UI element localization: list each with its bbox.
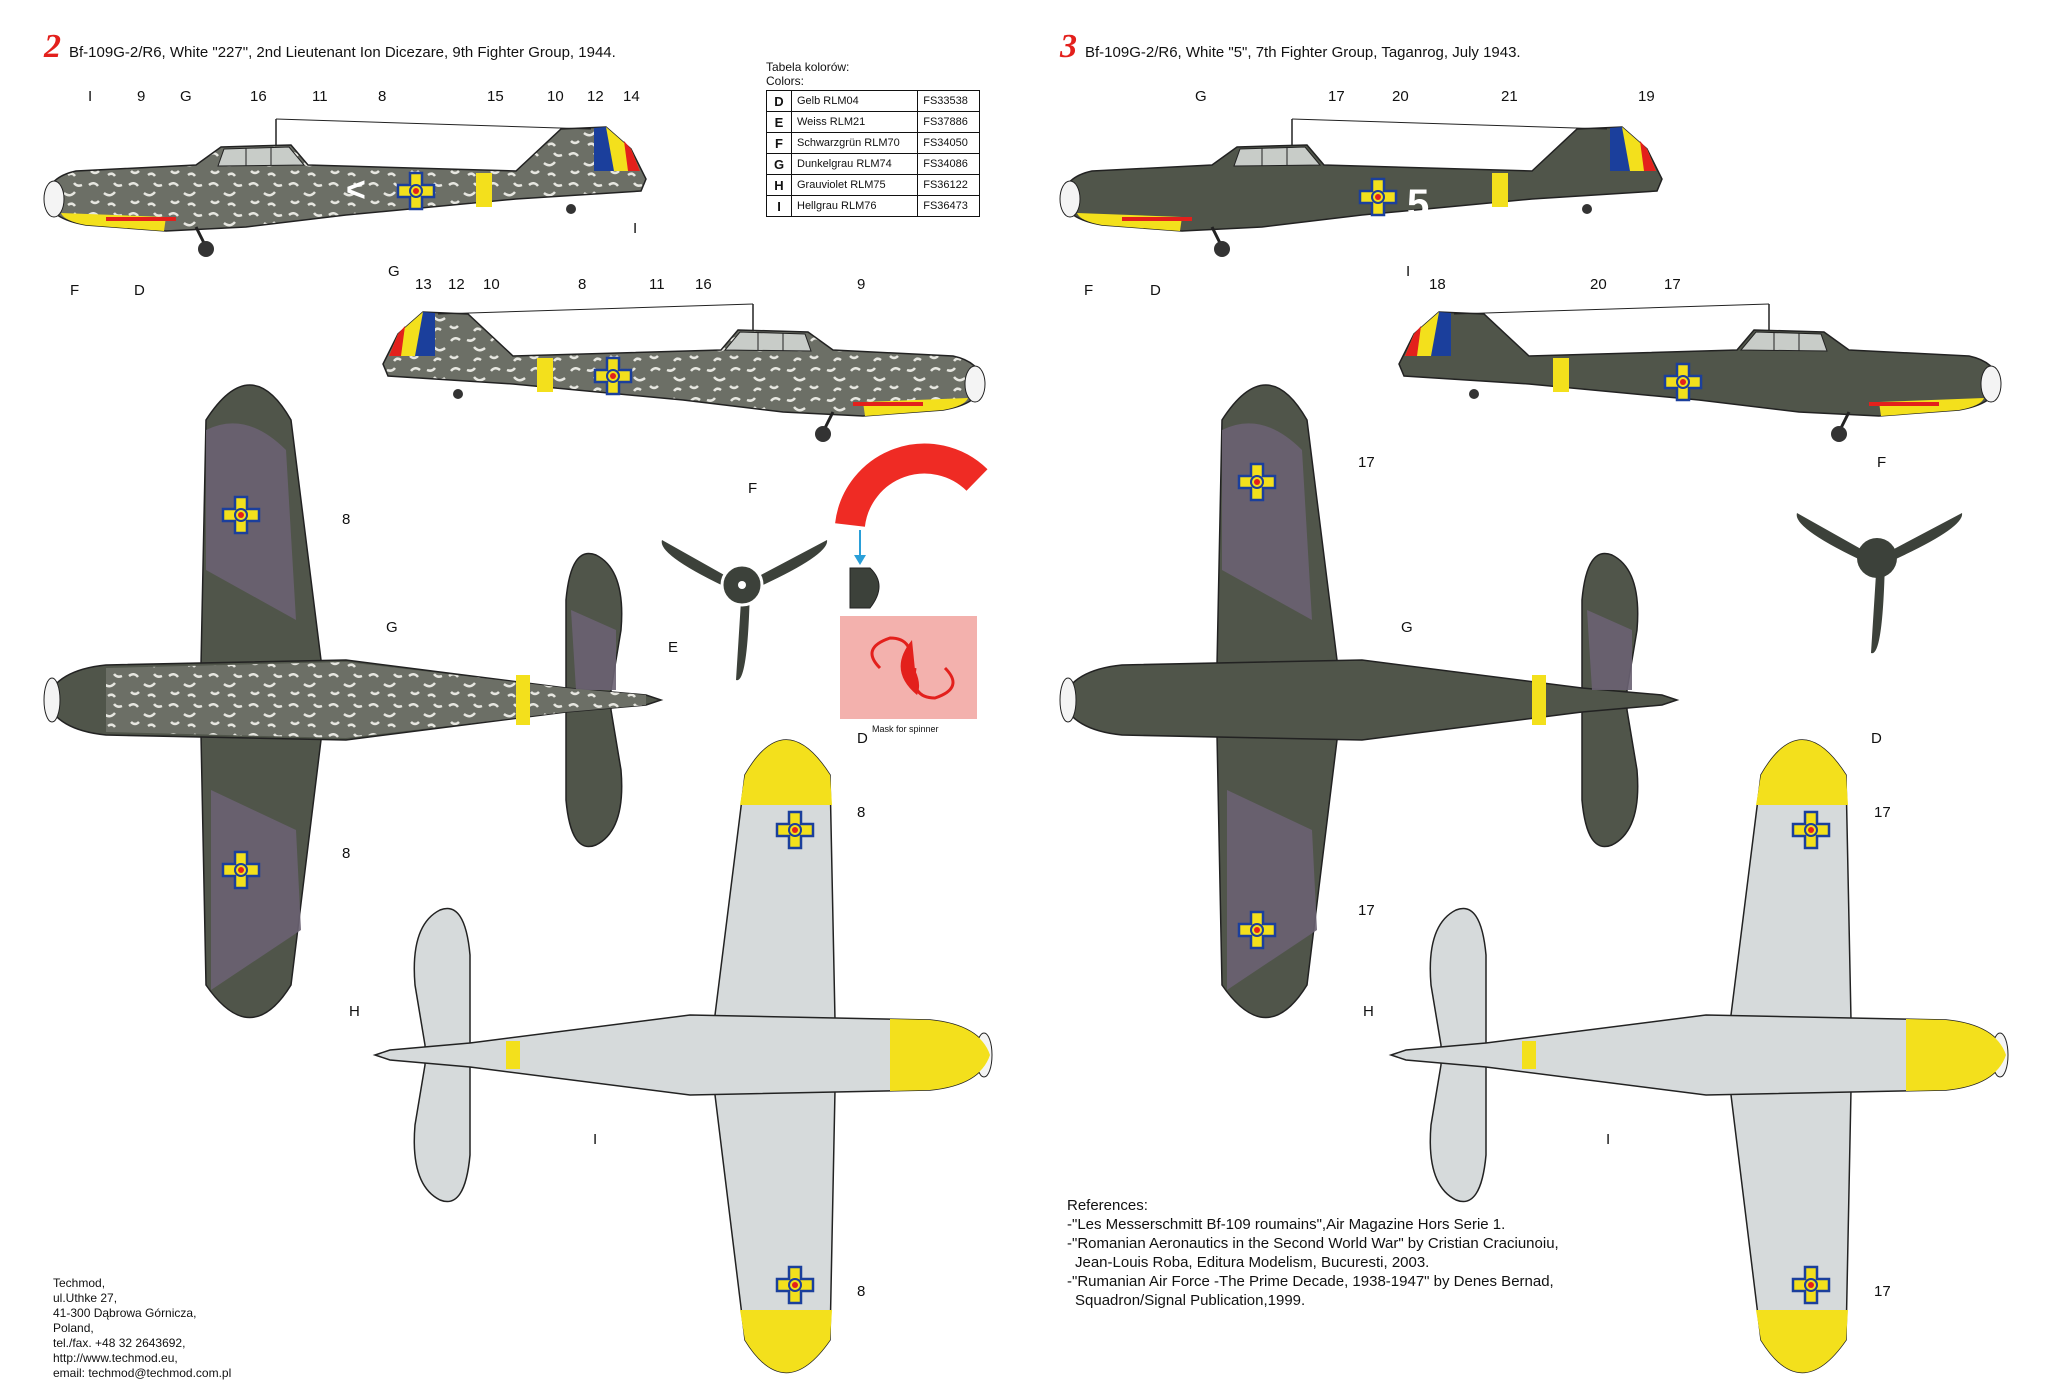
callout: 19 bbox=[1638, 88, 1655, 105]
profile3-propeller bbox=[1796, 513, 1963, 654]
callout: G bbox=[180, 88, 192, 105]
callout: 9 bbox=[857, 276, 865, 293]
callout: 18 bbox=[1429, 276, 1446, 293]
callout: 17 bbox=[1328, 88, 1345, 105]
profile3-top-view bbox=[1059, 384, 1678, 1019]
callout: G bbox=[1401, 619, 1413, 636]
callout: F bbox=[1877, 454, 1886, 471]
callout: F bbox=[1084, 282, 1093, 299]
reference-line: -"Les Messerschmitt Bf-109 roumains",Air… bbox=[1067, 1216, 1506, 1233]
svg-text:5: 5 bbox=[1407, 182, 1429, 226]
callout: 8 bbox=[342, 845, 350, 862]
callout: H bbox=[1363, 1003, 1374, 1020]
callout: 20 bbox=[1590, 276, 1607, 293]
profile2-number: 2 bbox=[44, 28, 61, 65]
profile3-number: 3 bbox=[1060, 28, 1077, 65]
profile2-bottom-view bbox=[374, 739, 993, 1374]
callout: G bbox=[386, 619, 398, 636]
website-link[interactable]: http://www.techmod.eu, bbox=[53, 1351, 178, 1365]
address-line: 41-300 Dąbrowa Górnicza, bbox=[53, 1306, 197, 1320]
callout: 16 bbox=[695, 276, 712, 293]
reference-line: -"Rumanian Air Force -The Prime Decade, … bbox=[1067, 1273, 1554, 1290]
callout: I bbox=[633, 220, 637, 237]
callout: 8 bbox=[342, 511, 350, 528]
callout: 8 bbox=[578, 276, 586, 293]
callout: I bbox=[88, 88, 92, 105]
profile3-side-view: 5 bbox=[1058, 117, 1664, 259]
profile3-heading: 3 Bf-109G-2/R6, White "5", 7th Fighter G… bbox=[1060, 28, 1521, 66]
color-table-heading-en: Colors: bbox=[766, 74, 805, 88]
callout: I bbox=[1606, 1131, 1610, 1148]
profile2-callouts: I 9 G 16 11 8 15 10 12 14 I G F D 13 12 … bbox=[70, 88, 868, 1300]
callout: E bbox=[668, 639, 678, 656]
svg-text:<: < bbox=[346, 171, 366, 209]
profile3-side-view-right bbox=[1397, 302, 2003, 444]
callout: 17 bbox=[1664, 276, 1681, 293]
callout: I bbox=[1406, 263, 1410, 280]
address-line: tel./fax. +48 32 2643692, bbox=[53, 1336, 186, 1350]
callout: 8 bbox=[378, 88, 386, 105]
callout: 17 bbox=[1874, 804, 1891, 821]
reference-line: Squadron/Signal Publication,1999. bbox=[1075, 1292, 1306, 1309]
profile2-propeller bbox=[661, 540, 828, 681]
references: References: -"Les Messerschmitt Bf-109 r… bbox=[1067, 1196, 1559, 1310]
callout: 17 bbox=[1358, 454, 1375, 471]
reference-line: Jean-Louis Roba, Editura Modelism, Bucur… bbox=[1075, 1254, 1430, 1271]
address-line: Poland, bbox=[53, 1321, 94, 1335]
callout: 15 bbox=[487, 88, 504, 105]
callout: F bbox=[748, 480, 757, 497]
callout: G bbox=[1195, 88, 1207, 105]
callout: 8 bbox=[857, 1283, 865, 1300]
callout: 9 bbox=[137, 88, 145, 105]
reference-line: -"Romanian Aeronautics in the Second Wor… bbox=[1067, 1235, 1559, 1252]
profile3-bottom-view bbox=[1390, 739, 2009, 1374]
color-table-heading-pl: Tabela kolorów: bbox=[766, 60, 850, 74]
profile2-side-view-right bbox=[381, 302, 987, 444]
callout: 17 bbox=[1358, 902, 1375, 919]
callout: 20 bbox=[1392, 88, 1409, 105]
callout: 21 bbox=[1501, 88, 1518, 105]
callout: 12 bbox=[587, 88, 604, 105]
email-link[interactable]: email: techmod@techmod.com.pl bbox=[53, 1366, 232, 1380]
callout: F bbox=[70, 282, 79, 299]
profile2-title: Bf-109G-2/R6, White "227", 2nd Lieutenan… bbox=[69, 44, 616, 61]
callout: 8 bbox=[857, 804, 865, 821]
callout: 13 bbox=[415, 276, 432, 293]
references-heading: References: bbox=[1067, 1197, 1148, 1214]
callout: D bbox=[1150, 282, 1161, 299]
callout: 11 bbox=[312, 88, 328, 105]
publisher-address: Techmod, ul.Uthke 27, 41-300 Dąbrowa Gór… bbox=[53, 1276, 231, 1381]
profile2-top-view bbox=[43, 384, 662, 1019]
callout: 10 bbox=[547, 88, 564, 105]
callout: D bbox=[1871, 730, 1882, 747]
callout: 12 bbox=[448, 276, 465, 293]
callout: 16 bbox=[250, 88, 267, 105]
spinner-mask bbox=[835, 443, 988, 719]
address-line: Techmod, bbox=[53, 1276, 106, 1290]
callout: H bbox=[349, 1003, 360, 1020]
profile3-title: Bf-109G-2/R6, White "5", 7th Fighter Gro… bbox=[1085, 44, 1521, 61]
profile2-heading: 2 Bf-109G-2/R6, White "227", 2nd Lieuten… bbox=[44, 28, 616, 66]
callout: 10 bbox=[483, 276, 500, 293]
callout: 17 bbox=[1874, 1283, 1891, 1300]
callout: 11 bbox=[649, 276, 665, 293]
callout: D bbox=[134, 282, 145, 299]
profile2-side-view: < bbox=[42, 117, 648, 259]
callout: G bbox=[388, 263, 400, 280]
mask-caption: Mask for spinner bbox=[872, 724, 939, 734]
callout: I bbox=[593, 1131, 597, 1148]
callout: 14 bbox=[623, 88, 640, 105]
address-line: ul.Uthke 27, bbox=[53, 1291, 118, 1305]
callout: D bbox=[857, 730, 868, 747]
code-227: 227 bbox=[325, 89, 327, 91]
profile3-callouts: G 17 20 21 19 F D I 18 20 17 17 G 17 H F… bbox=[1084, 88, 1891, 1300]
